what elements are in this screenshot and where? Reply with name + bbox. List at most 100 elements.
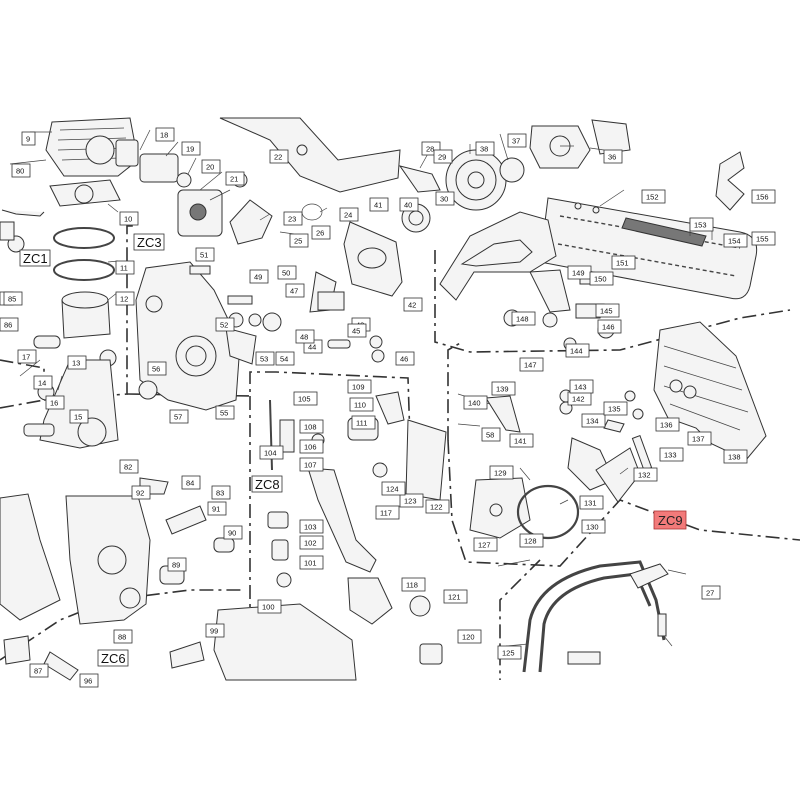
part-callout-49: 49 (249, 269, 269, 284)
part-number: 140 (468, 399, 481, 408)
part-number: 19 (186, 145, 194, 154)
part-number: 139 (496, 385, 509, 394)
part-callout-53: 53 (255, 351, 275, 366)
part-number: 136 (660, 421, 673, 430)
part-callout-152: 152 (641, 189, 666, 204)
part-callout-147: 147 (519, 357, 544, 372)
zone-label-zc6: ZC6 (97, 649, 129, 667)
part-callout-17: 17 (17, 349, 37, 364)
part-callout-103: 103 (299, 519, 324, 534)
part-number: 25 (294, 237, 302, 246)
part-callout-117: 117 (375, 505, 400, 520)
part-number: 23 (288, 215, 296, 224)
part-number: 46 (400, 355, 408, 364)
part-number: 56 (152, 365, 160, 374)
part-callout-111: 111 (351, 415, 376, 430)
part-number: 27 (706, 589, 714, 598)
part-number: 29 (438, 153, 446, 162)
part-number: 83 (216, 489, 224, 498)
part-number: 127 (478, 541, 491, 550)
part-callout-122: 122 (425, 499, 450, 514)
part-number: 89 (172, 561, 180, 570)
part-number: 85 (8, 295, 16, 304)
part-callout-80: 80 (11, 163, 31, 178)
part-callout-38: 38 (475, 141, 495, 156)
part-callout-41: 41 (369, 197, 389, 212)
front-guard (439, 211, 767, 673)
part-number: 147 (524, 361, 537, 370)
zone-label-zc8: ZC8 (251, 475, 283, 493)
part-callout-90: 90 (223, 525, 243, 540)
part-number: 110 (354, 401, 366, 410)
part-callout-127: 127 (473, 537, 498, 552)
part-callout-10: 10 (119, 211, 139, 226)
part-callout-16: 16 (45, 395, 65, 410)
part-callout-102: 102 (299, 535, 324, 550)
part-callout-15: 15 (69, 409, 89, 424)
part-number: 124 (386, 485, 399, 494)
part-callout-107: 107 (299, 457, 324, 472)
part-callout-12: 12 (115, 291, 135, 306)
part-callout-133: 133 (659, 447, 684, 462)
part-callout-137: 137 (687, 431, 712, 446)
part-number: 40 (404, 201, 412, 210)
part-callout-148: 148 (511, 311, 536, 326)
part-callout-120: 120 (457, 629, 482, 644)
part-number: 54 (280, 355, 288, 364)
part-callout-151: 151 (611, 255, 636, 270)
part-number: 121 (448, 593, 461, 602)
part-number: 96 (84, 677, 92, 686)
part-number: 128 (524, 537, 537, 546)
part-number: 152 (646, 193, 659, 202)
part-number: 125 (502, 649, 515, 658)
part-number: 88 (118, 633, 126, 642)
part-callout-92: 92 (131, 485, 151, 500)
part-number: 84 (186, 479, 194, 488)
part-number: 130 (586, 523, 599, 532)
part-number: 30 (440, 195, 448, 204)
part-callout-24: 24 (339, 207, 359, 222)
part-number: 135 (608, 405, 621, 414)
part-number: 153 (694, 221, 707, 230)
part-callout-54: 54 (275, 351, 295, 366)
part-callout-141: 141 (509, 433, 534, 448)
part-callout-121: 121 (443, 589, 468, 604)
part-number: 108 (304, 423, 317, 432)
part-number: 22 (274, 153, 282, 162)
part-number: 28 (426, 145, 434, 154)
part-callout-156: 156 (751, 189, 776, 204)
part-number: 45 (352, 327, 360, 336)
part-callout-22: 22 (269, 149, 289, 164)
part-callout-9: 9 (21, 131, 36, 146)
part-callout-135: 135 (603, 401, 628, 416)
part-number: 144 (570, 347, 583, 356)
part-callout-96: 96 (79, 673, 99, 688)
svg-text:ZC3: ZC3 (137, 235, 162, 250)
part-callout-14: 14 (33, 375, 53, 390)
part-number: 50 (282, 269, 290, 278)
part-number: 57 (174, 413, 182, 422)
part-callout-138: 138 (723, 449, 748, 464)
part-callout-139: 139 (491, 381, 516, 396)
part-number: 10 (124, 215, 132, 224)
part-number: 18 (160, 131, 168, 140)
svg-text:ZC1: ZC1 (23, 251, 48, 266)
part-number: 154 (728, 237, 741, 246)
part-callout-29: 29 (433, 149, 453, 164)
part-number: 107 (304, 461, 317, 470)
part-number: 13 (72, 359, 80, 368)
part-callout-149: 149 (567, 265, 592, 280)
part-number: 156 (756, 193, 769, 202)
part-number: 14 (38, 379, 46, 388)
part-number: 9 (26, 135, 30, 144)
part-callout-118: 118 (401, 577, 426, 592)
part-callout-56: 56 (147, 361, 167, 376)
part-callout-50: 50 (277, 265, 297, 280)
part-callout-124: 124 (381, 481, 406, 496)
part-callout-132: 132 (633, 467, 658, 482)
bar-chain (539, 151, 758, 300)
part-number: 141 (514, 437, 527, 446)
part-number: 109 (352, 383, 365, 392)
svg-text:ZC6: ZC6 (101, 651, 126, 666)
zone-label-zc1: ZC1 (19, 249, 51, 267)
